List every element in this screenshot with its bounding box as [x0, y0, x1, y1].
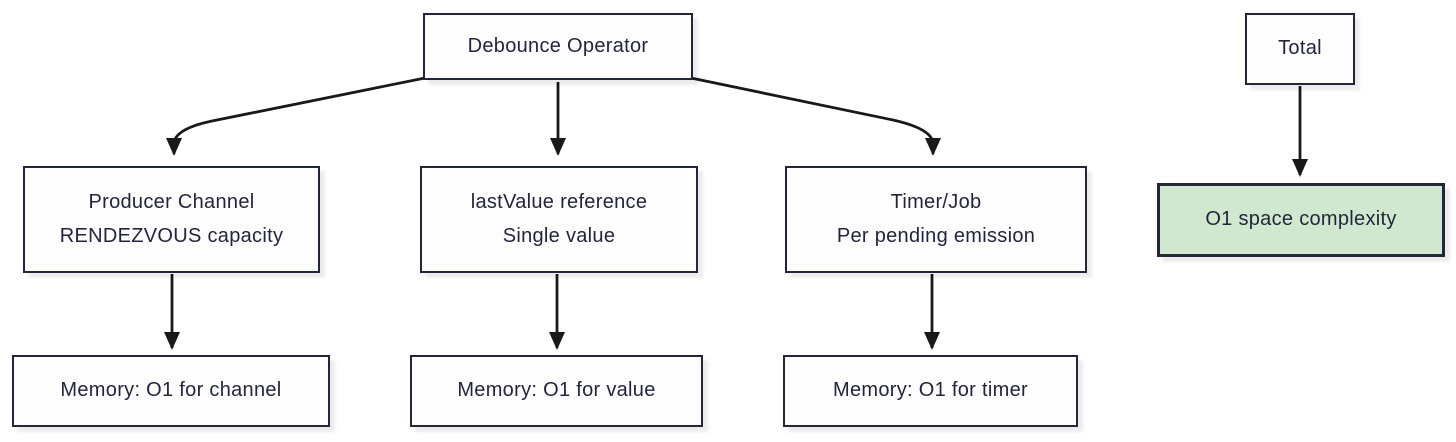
node-memory-value: Memory: O1 for value: [410, 355, 703, 427]
node-memory-timer: Memory: O1 for timer: [783, 355, 1078, 427]
node-label: Memory: O1 for value: [457, 379, 656, 402]
node-label-line2: Per pending emission: [836, 224, 1036, 247]
node-label-line2: RENDEZVOUS capacity: [59, 224, 284, 247]
node-label: Total: [1278, 37, 1322, 60]
node-label-line1: Timer/Job: [890, 190, 982, 213]
node-label: O1 space complexity: [1205, 208, 1397, 231]
node-memory-channel: Memory: O1 for channel: [12, 355, 330, 427]
node-lastvalue-reference: lastValue reference Single value: [420, 166, 698, 273]
node-space-complexity-result: O1 space complexity: [1157, 183, 1445, 257]
node-timer-job: Timer/Job Per pending emission: [785, 166, 1087, 273]
node-label-line1: Producer Channel: [88, 190, 255, 213]
edge-root-to-producer: [166, 76, 426, 156]
node-label: Memory: O1 for channel: [60, 379, 282, 402]
node-debounce-operator: Debounce Operator: [423, 13, 693, 80]
node-label: Debounce Operator: [467, 34, 649, 57]
node-producer-channel: Producer Channel RENDEZVOUS capacity: [23, 166, 320, 273]
node-total: Total: [1245, 13, 1355, 85]
node-label-line1: lastValue reference: [470, 190, 648, 213]
node-label-line2: Single value: [502, 224, 616, 247]
edge-root-to-timer: [690, 76, 941, 156]
node-label: Memory: O1 for timer: [833, 379, 1028, 402]
